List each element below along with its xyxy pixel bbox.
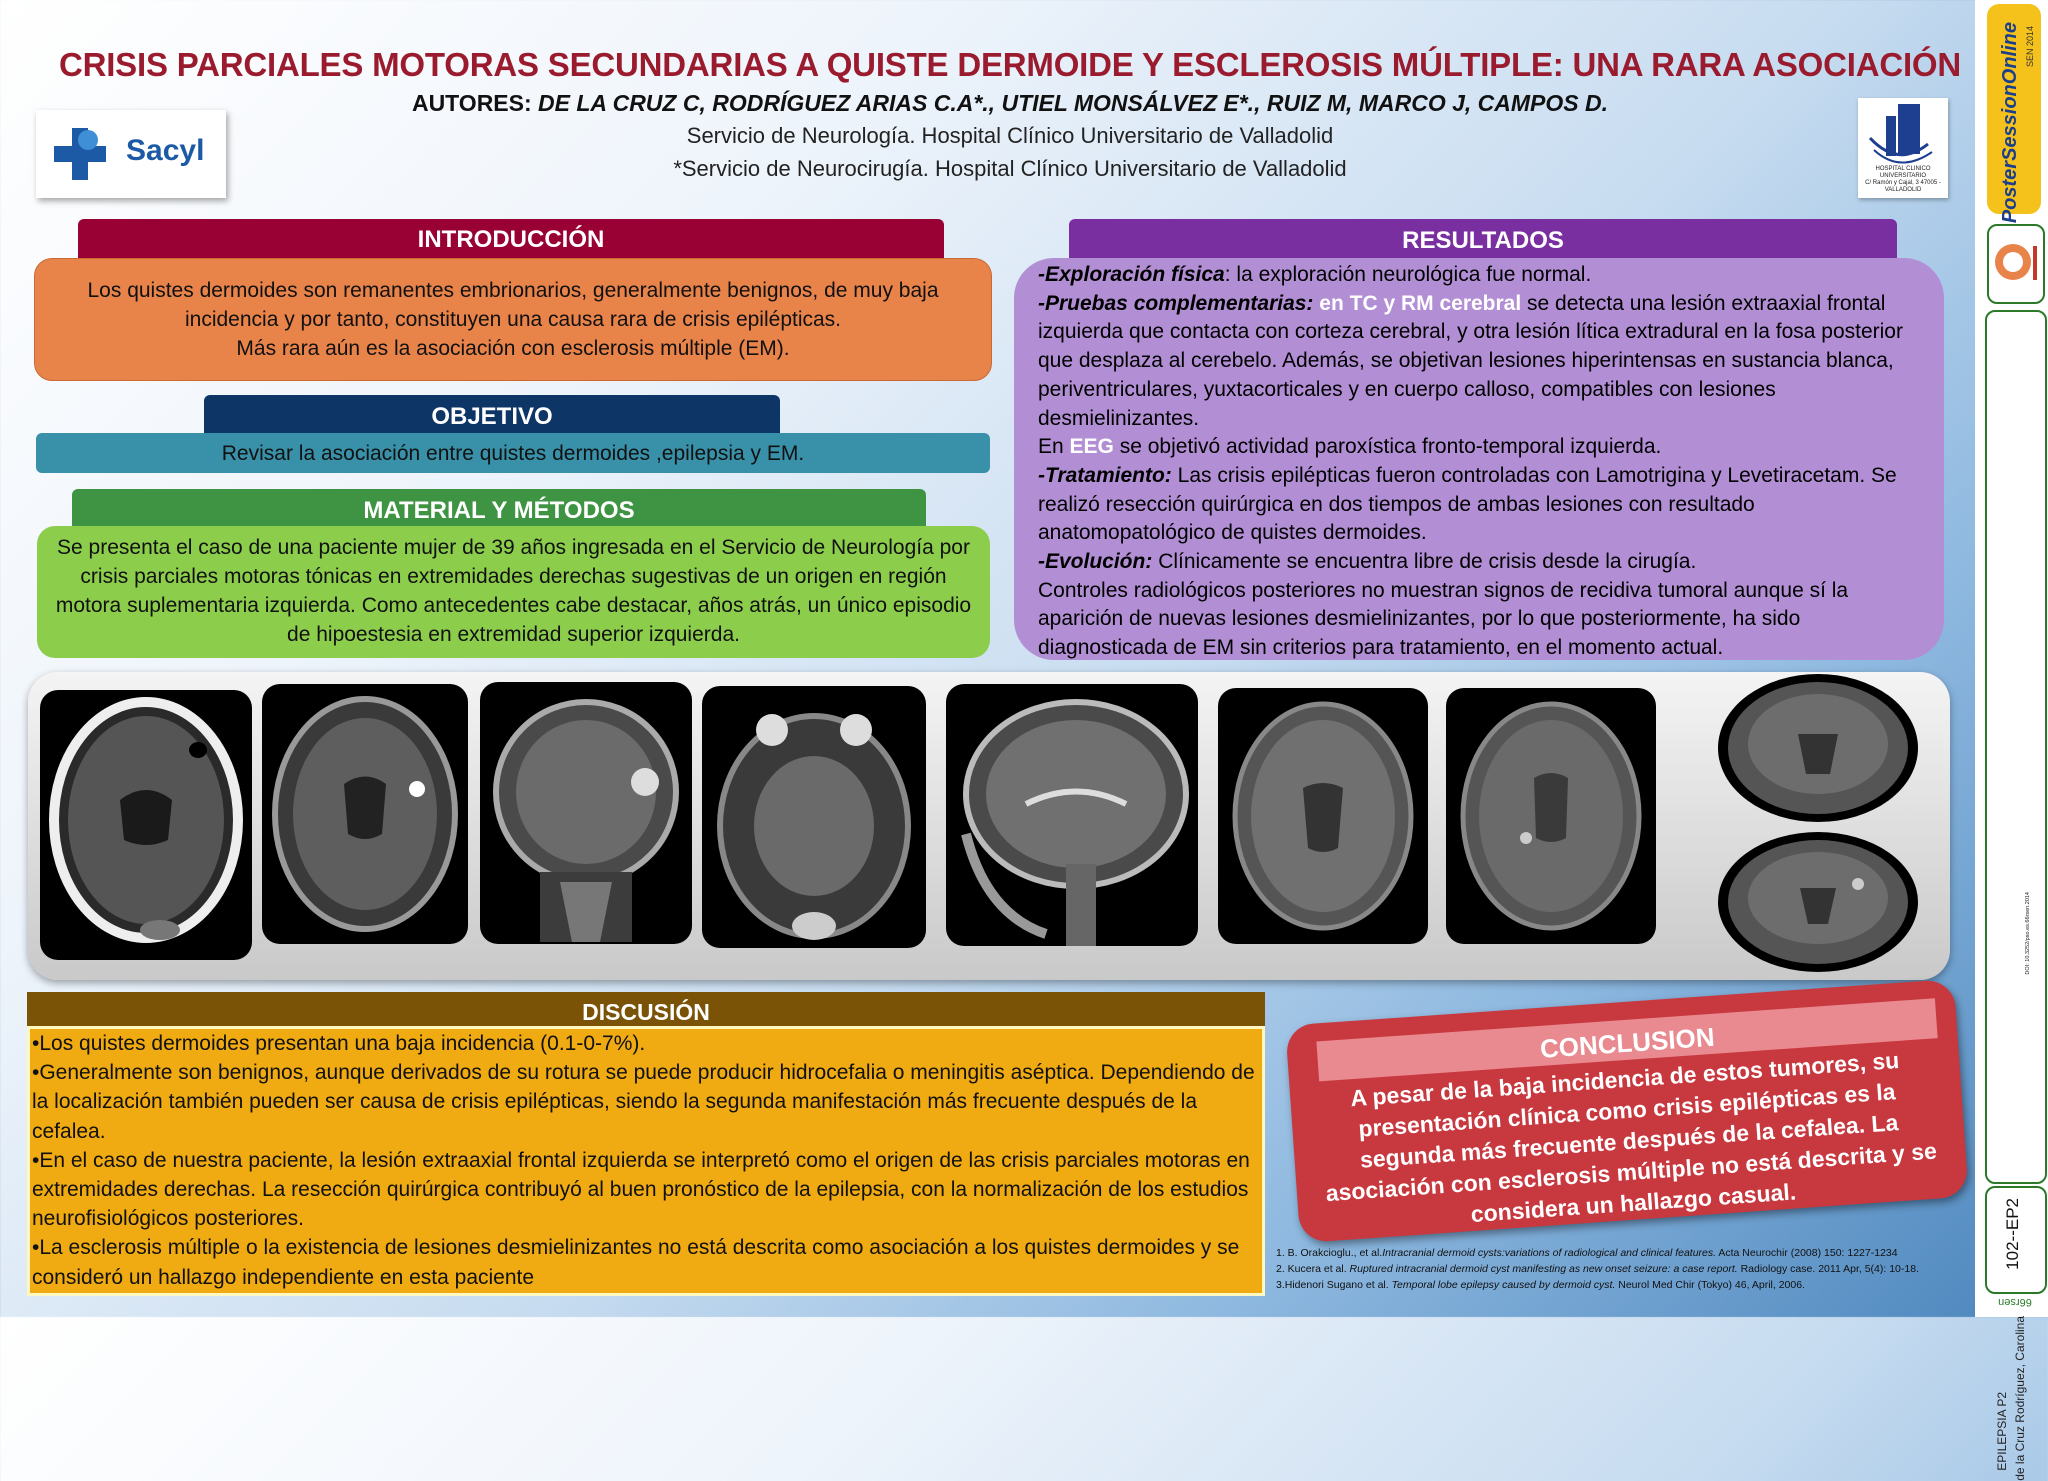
reference-2: 2. Kucera et al. Ruptured intracranial d… — [1276, 1263, 1919, 1275]
authors-label: AUTORES: — [411, 90, 532, 116]
discusion-box: •Los quistes dermoides presentan una baj… — [27, 1026, 1265, 1296]
discusion-point-2: •Generalmente son benignos, aunque deriv… — [32, 1061, 1255, 1143]
hospital-logo-caption: HOSPITAL CLINICO UNIVERSITARIO C/ Ramón … — [1865, 166, 1941, 193]
references: 1. B. Orakcioglu., et al.Intracranial de… — [1276, 1245, 1966, 1293]
sen-brain-icon — [1995, 244, 2037, 280]
mri-sagittal-scan — [946, 684, 1198, 946]
resultados-box — [1014, 258, 1944, 660]
pruebas-item: -Pruebas complementarias: en TC y RM cer… — [1038, 291, 1903, 430]
evolucion-item: -Evolución: Clínicamente se encuentra li… — [1038, 550, 1697, 574]
sidebar-category: EPILEPSIA P2 — [1995, 1392, 2009, 1471]
objetivo-text: Revisar la asociación entre quistes derm… — [36, 433, 990, 473]
poster-sidebar: PosterSessionOnline SEN 2014 DOI: 10.325… — [1975, 0, 2048, 1481]
resultados-header: RESULTADOS — [1069, 219, 1897, 261]
mri-coronal-t1-scan — [480, 682, 692, 944]
affiliation-neurosurgery: *Servicio de Neurocirugía. Hospital Clín… — [673, 156, 1347, 181]
hospital-emblem-icon — [1868, 104, 1933, 164]
discusion-header: DISCUSIÓN — [27, 992, 1265, 1026]
imaging-panel — [28, 672, 1950, 980]
reference-3: 3.Hidenori Sugano et al. Temporal lobe e… — [1276, 1279, 1805, 1291]
ct-axial-scan — [40, 690, 252, 960]
pso-brand-badge[interactable]: PosterSessionOnline SEN 2014 — [1987, 4, 2041, 223]
authors-names: DE LA CRUZ C, RODRÍGUEZ ARIAS C.A*., UTI… — [538, 90, 1609, 116]
introduccion-text: Los quistes dermoides son remanentes emb… — [87, 279, 939, 331]
sidebar-doi: DOI: 10.3252/pso.es.66rsen.2014 — [2025, 892, 2031, 975]
sacyl-logo-text: Sacyl — [126, 134, 205, 167]
objetivo-header: OBJETIVO — [204, 395, 780, 435]
material-text: Se presenta el caso de una paciente muje… — [55, 536, 972, 646]
discusion-point-1: •Los quistes dermoides presentan una baj… — [32, 1032, 646, 1055]
exploracion-item: -Exploración física: la exploración neur… — [1038, 263, 1592, 286]
mri-axial-flair-scan-2 — [1446, 688, 1656, 944]
tratamiento-item: -Tratamiento: Las crisis epilépticas fue… — [1038, 463, 1897, 545]
discusion-point-4: •La esclerosis múltiple o la existencia … — [32, 1236, 1240, 1289]
sidebar-code-box: 102--EP2 — [1985, 1186, 2047, 1294]
mri-axial-flair-scan-1 — [1218, 688, 1428, 944]
conclusion-box: CONCLUSION A pesar de la baja incidencia… — [1285, 978, 1969, 1244]
authors-line: AUTORES: DE LA CRUZ C, RODRÍGUEZ ARIAS C… — [40, 90, 1980, 117]
pso-brand-small: SEN 2014 — [2025, 26, 2035, 68]
sidebar-info-box: DOI: 10.3252/pso.es.66rsen.2014 EPILEPSI… — [1985, 310, 2047, 1481]
resultados-text: -Exploración física: la exploración neur… — [1038, 261, 1918, 663]
mri-coronal-flair-scan-1 — [1718, 674, 1918, 822]
discusion-point-3: •En el caso de nuestra paciente, la lesi… — [32, 1148, 1250, 1231]
sidebar-author: de la Cruz Rodríguez, Carolina — [2013, 1316, 2027, 1481]
sidebar-footer: 66rsen — [1998, 1296, 2032, 1308]
material-header: MATERIAL Y MÉTODOS — [72, 489, 926, 529]
sidebar-code: 102--EP2 — [2003, 1198, 2022, 1270]
eeg-item: En EEG se objetivó actividad paroxística… — [1038, 435, 1662, 459]
poster-title: CRISIS PARCIALES MOTORAS SECUNDARIAS A Q… — [58, 46, 1962, 83]
reference-1: 1. B. Orakcioglu., et al.Intracranial de… — [1276, 1247, 1898, 1259]
material-box: Se presenta el caso de una paciente muje… — [37, 526, 990, 658]
hospital-logo: HOSPITAL CLINICO UNIVERSITARIO C/ Ramón … — [1858, 98, 1948, 198]
pso-brand-text: PosterSessionOnline — [1999, 22, 2021, 224]
introduccion-box: Los quistes dermoides son remanentes emb… — [34, 258, 992, 381]
introduccion-header: INTRODUCCIÓN — [78, 219, 944, 261]
mri-axial-t1-scan — [262, 684, 468, 944]
mri-coronal-flair-scan-2 — [1718, 832, 1918, 972]
sen-logo-box — [1987, 224, 2045, 304]
sacyl-cross-icon — [54, 128, 106, 180]
mri-axial-t2-scan — [702, 686, 926, 948]
introduccion-text-2: Más rara aún es la asociación con escler… — [236, 337, 790, 360]
sacyl-logo: Sacyl — [36, 110, 226, 198]
controles-item: Controles radiológicos posteriores no mu… — [1038, 578, 1849, 660]
affiliation-neurology: Servicio de Neurología. Hospital Clínico… — [686, 123, 1334, 148]
